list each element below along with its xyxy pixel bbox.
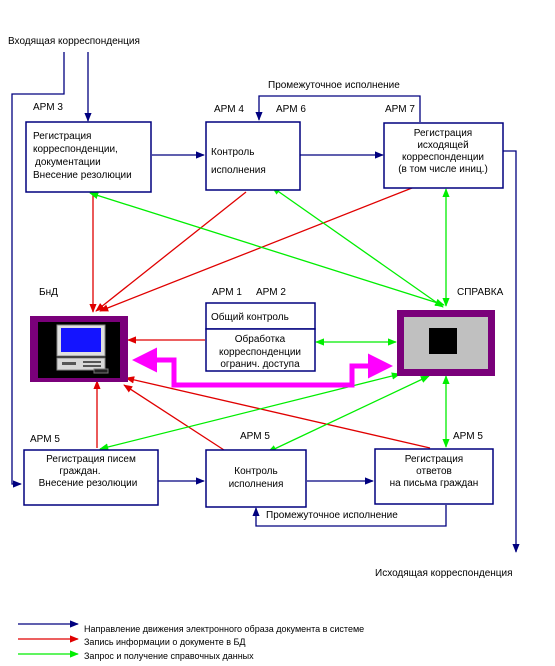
intermediate-top-loop [255, 95, 421, 122]
restricted-line-1: Обработка [235, 333, 286, 345]
box-outgoing-registration [383, 122, 504, 189]
outgoing-reg-line-3: корреспонденции [402, 152, 484, 163]
magenta-connector [132, 347, 393, 388]
outgoing-reg-line-2: исходящей [417, 140, 468, 151]
red-controlb-to-bnd [123, 384, 225, 451]
red-answers-to-bnd [125, 376, 431, 449]
control-bottom-line-1: Контроль [234, 466, 277, 477]
blue-flow-lines [11, 52, 520, 553]
control-bottom-line-2: исполнения [229, 479, 284, 490]
answers-reg-line-3: на письма граждан [390, 478, 479, 489]
green-flow-lines [89, 186, 450, 453]
box-texts: Регистрация корреспонденции, документаци… [33, 128, 488, 490]
restricted-line-2: корреспонденции [219, 347, 301, 358]
arm1-label: АРМ 1 [212, 287, 242, 298]
legend-green-text: Запрос и получение справочных данных [84, 651, 254, 661]
box-general-control [205, 302, 316, 330]
incoming-label: Входящая корреспонденция [8, 36, 140, 47]
arm5-right-label: АРМ 5 [453, 431, 483, 442]
answers-reg-line-2: ответов [416, 466, 452, 477]
bnd-label: БнД [39, 287, 58, 298]
arm7-label: АРМ 7 [385, 104, 415, 115]
database-computer-icon [30, 316, 128, 382]
outgoing-reg-line-1: Регистрация [414, 128, 472, 139]
box-control-top [205, 121, 301, 191]
outgoing-line [503, 150, 520, 553]
arm5-mid-label: АРМ 5 [240, 431, 270, 442]
arm-labels: АРМ 3 АРМ 4 АРМ 6 АРМ 7 АРМ 1 АРМ 2 АРМ … [30, 102, 483, 445]
registration-line-3: документации [35, 157, 101, 168]
incoming-left-branch [11, 52, 65, 488]
registration-line-4: Внесение резолюции [33, 170, 132, 181]
box-restricted [205, 328, 316, 372]
control-top-line-1: Контроль [211, 147, 254, 158]
help-question-mark: ? [438, 335, 448, 352]
spravka-label: СПРАВКА [457, 287, 504, 298]
registration-line-1: Регистрация [33, 131, 91, 142]
letters-reg-line-1: Регистрация писем [46, 454, 136, 465]
arm6-label: АРМ 6 [276, 104, 306, 115]
green-control-spravka [271, 186, 444, 308]
control-top-line-2: исполнения [211, 165, 266, 176]
letters-reg-line-3: Внесение резолюции [39, 478, 138, 489]
restricted-line-3: огранич. доступа [220, 359, 300, 370]
box-answers-registration [374, 448, 494, 505]
general-control-text: Общий контроль [211, 311, 289, 323]
box-control-bottom [205, 449, 307, 508]
arm4-label: АРМ 4 [214, 104, 244, 115]
registration-line-2: корреспонденции, [33, 144, 118, 155]
intermediate-bottom-label: Промежуточное исполнение [266, 510, 398, 521]
arm3-label: АРМ 3 [33, 102, 63, 113]
green-controlb-spravka [267, 375, 430, 453]
spravka-help-icon: ? [397, 310, 495, 376]
intermediate-top-label: Промежуточное исполнение [268, 80, 400, 91]
outgoing-reg-line-4: (в том числе иниц.) [398, 164, 488, 175]
box-letters-registration [23, 449, 159, 506]
boxes [23, 121, 504, 508]
legend-blue-text: Направление движения электронного образа… [84, 624, 364, 634]
intermediate-bottom-loop [252, 505, 447, 527]
legend: Направление движения электронного образа… [18, 620, 364, 661]
legend-red-text: Запись информации о документе в БД [84, 637, 246, 647]
arm5-left-label: АРМ 5 [30, 434, 60, 445]
flow-labels: Входящая корреспонденция Промежуточное и… [8, 36, 513, 579]
arm2-label: АРМ 2 [256, 287, 286, 298]
letters-reg-line-2: граждан. [59, 466, 100, 477]
outgoing-label: Исходящая корреспонденция [375, 568, 513, 579]
box-registration [25, 121, 152, 193]
answers-reg-line-1: Регистрация [405, 454, 463, 465]
